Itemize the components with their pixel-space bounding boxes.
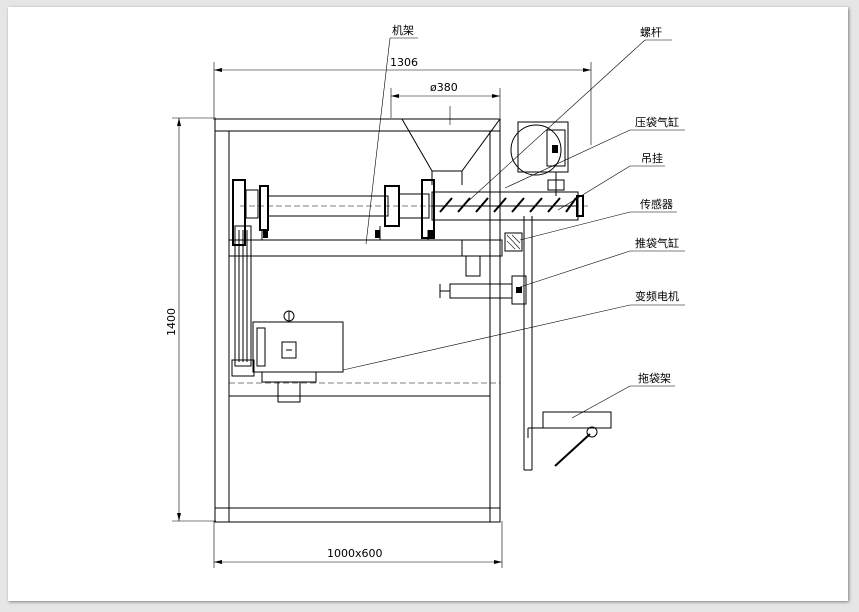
hanger-plate — [461, 216, 533, 471]
machine-frame — [214, 118, 501, 523]
vfd-motor — [252, 310, 344, 403]
dimension-footprint: 1000x600 — [213, 521, 503, 568]
dimension-width-top-text: 1306 — [390, 56, 418, 69]
callout-labels: 机架 螺杆 压袋气缸 吊挂 传感器 推袋气缸 变频电机 拖袋架 — [392, 23, 679, 385]
dimension-height: 1400 — [165, 117, 216, 522]
dimension-diameter: ø380 — [390, 81, 501, 118]
label-hanger: 吊挂 — [641, 151, 663, 165]
dimension-diameter-text: ø380 — [430, 81, 458, 94]
dimension-height-text: 1400 — [165, 308, 178, 336]
machine-drawing: 1306 ø380 1400 1000x600 — [165, 23, 685, 568]
dimension-footprint-text: 1000x600 — [327, 547, 383, 560]
label-press-cylinder: 压袋气缸 — [635, 115, 679, 129]
label-screw: 螺杆 — [640, 25, 662, 39]
press-cylinder-unit — [510, 121, 569, 196]
drawing-sheet: 1306 ø380 1400 1000x600 — [8, 7, 848, 601]
label-vfd-motor: 变频电机 — [635, 289, 679, 303]
shaft-assembly — [232, 179, 590, 246]
label-bag-support: 拖袋架 — [638, 371, 671, 385]
dimension-width-top: 1306 — [213, 56, 592, 145]
screw-conveyor — [431, 191, 584, 221]
label-sensor: 传感器 — [640, 198, 673, 211]
bag-support — [527, 411, 612, 467]
label-frame: 机架 — [392, 23, 414, 37]
hopper — [401, 106, 501, 185]
leader-lines — [342, 37, 685, 419]
push-cylinder — [439, 275, 527, 305]
belt-drive — [231, 225, 255, 377]
label-push-cylinder: 推袋气缸 — [635, 236, 679, 250]
